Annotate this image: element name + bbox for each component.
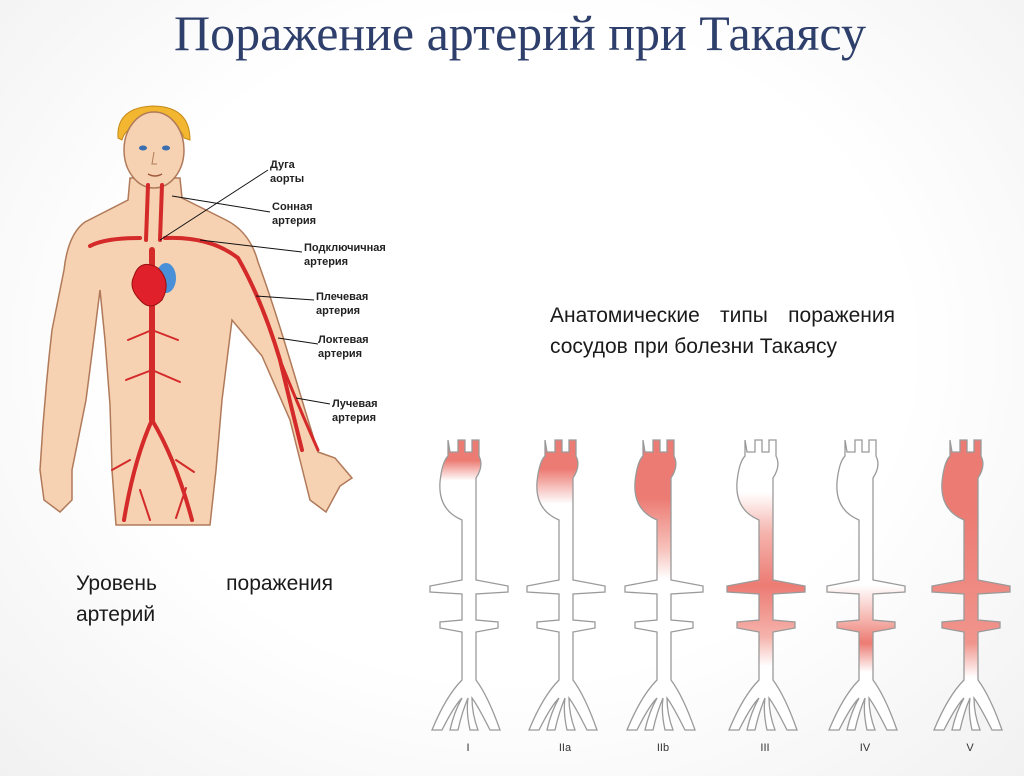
type-label-IIa: IIa xyxy=(558,742,572,754)
level-caption: Уровень поражения артерий xyxy=(76,572,333,626)
aorta-shape xyxy=(726,439,806,731)
type-label-V: V xyxy=(966,742,974,754)
arteries xyxy=(88,183,320,522)
type-label-III: III xyxy=(760,742,770,754)
types-caption: Анатомические типы поражения сосудов при… xyxy=(550,304,895,358)
type-label-I: I xyxy=(466,742,470,754)
aorta-shape xyxy=(931,439,1011,731)
aorta-shape xyxy=(429,439,509,731)
type-label-IIb: IIb xyxy=(656,742,670,754)
type-label-IV: IV xyxy=(859,742,871,754)
body-silhouette xyxy=(39,177,354,526)
slide-title: Поражение артерий при Такаясу xyxy=(174,5,866,61)
heart-icon xyxy=(131,263,176,307)
aorta-type-V xyxy=(931,439,1011,731)
aorta-type-IIb xyxy=(624,439,704,731)
aorta-shape xyxy=(624,439,704,731)
aorta-shape xyxy=(826,439,906,731)
aorta-type-IV xyxy=(826,439,906,731)
leader-lines xyxy=(159,169,331,405)
aorta-shape xyxy=(526,439,606,731)
aorta-type-I xyxy=(429,439,509,731)
face xyxy=(123,111,185,189)
aorta-type-IIa xyxy=(526,439,606,731)
aorta-type-III xyxy=(726,439,806,731)
